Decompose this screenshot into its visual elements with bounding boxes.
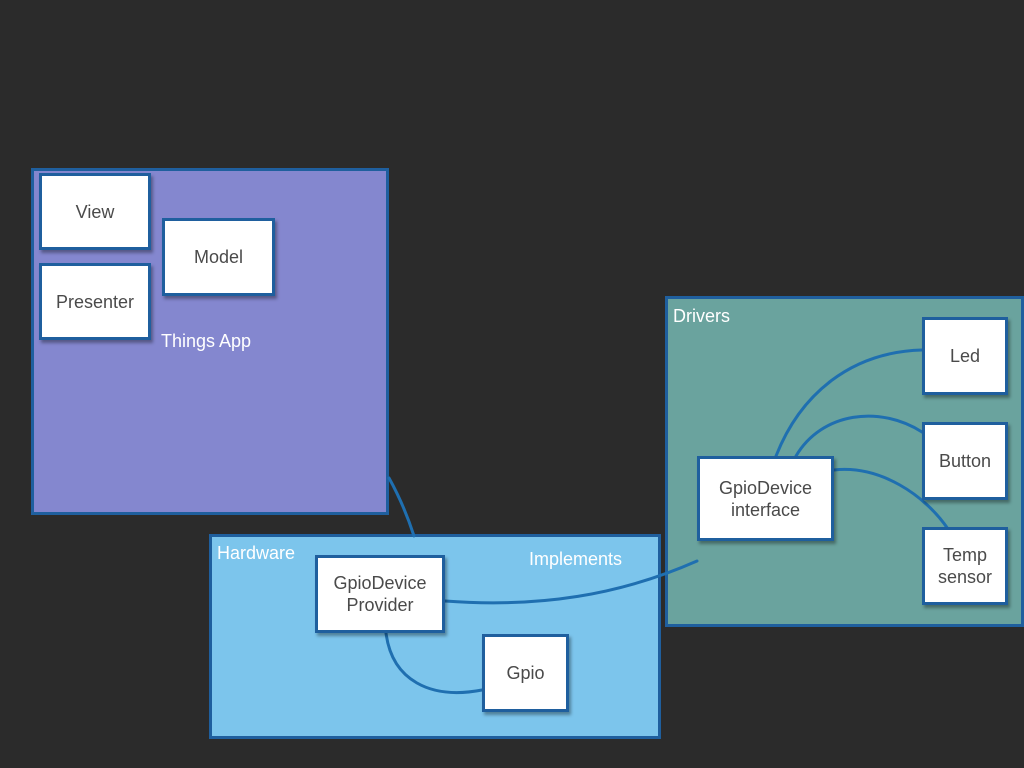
- drivers-label: Drivers: [673, 306, 730, 326]
- hardware-label: Hardware: [217, 543, 296, 563]
- presenter-node: Presenter: [39, 263, 151, 340]
- connector-app-to-hardware: [387, 476, 416, 538]
- gpio-device-interface-node: GpioDevice interface: [697, 456, 834, 541]
- implements-label: Implements: [529, 549, 623, 569]
- model-node: Model: [162, 218, 275, 296]
- gpio-device-provider-node: GpioDevice Provider: [315, 555, 445, 633]
- gpio-node: Gpio: [482, 634, 569, 712]
- led-node: Led: [922, 317, 1008, 395]
- button-node: Button: [922, 422, 1008, 500]
- things-app-label: Things App: [161, 331, 252, 351]
- temp-sensor-node: Temp sensor: [922, 527, 1008, 605]
- view-node: View: [39, 173, 151, 250]
